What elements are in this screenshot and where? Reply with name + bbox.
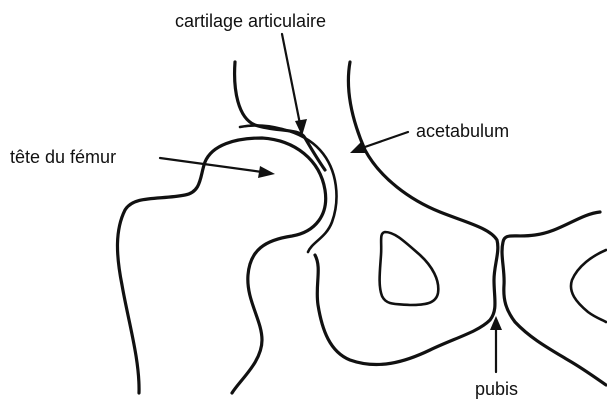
- femoral-head-leader: [160, 158, 262, 172]
- obturator-foramen-outline: [380, 232, 439, 305]
- pubis-label: pubis: [475, 379, 518, 399]
- pelvis-body-outline: [315, 62, 498, 365]
- acetabulum-label: acetabulum: [416, 121, 509, 141]
- femur-outline: [117, 138, 325, 393]
- pelvis-left-outline: [235, 62, 325, 170]
- femoral-head-arrowhead: [258, 166, 275, 178]
- cartilage-leader: [282, 34, 300, 124]
- acetabulum-leader: [362, 132, 408, 148]
- pelvis-right-outline: [502, 212, 606, 385]
- right-foramen-outline: [571, 250, 606, 322]
- femoral-head-label: tête du fémur: [10, 147, 116, 167]
- cartilage-label: cartilage articulaire: [175, 11, 326, 31]
